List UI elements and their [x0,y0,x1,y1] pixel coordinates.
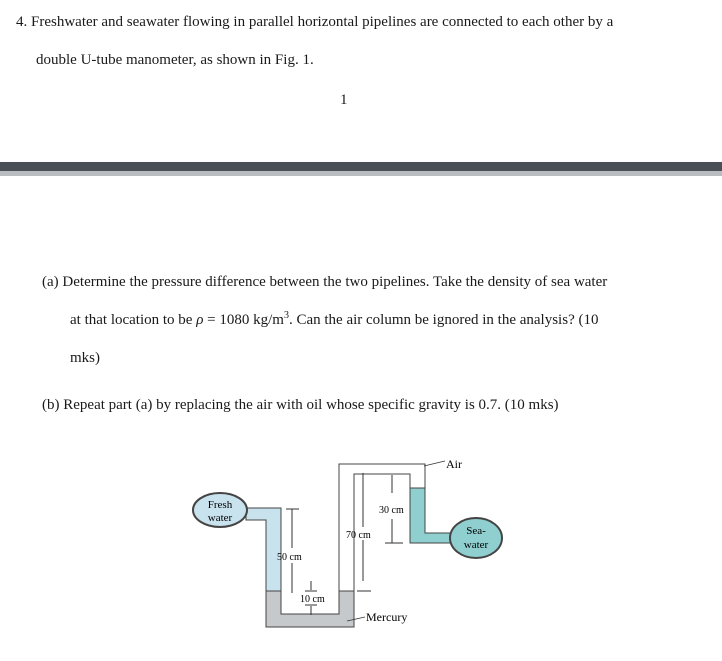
part-a-label: (a) [42,274,59,290]
sea-water-pipe [449,517,503,559]
question-text-1: Freshwater and seawater flowing in paral… [31,14,614,30]
mercury-leader [346,616,366,622]
rho-symbol: ρ [196,312,204,328]
page-divider [0,162,722,171]
air-leader [423,460,446,467]
sea-label-1: Sea- [466,525,486,537]
page-divider-shadow [0,171,722,176]
part-a-exponent: 3 [283,310,289,321]
question-number: 4. [16,14,28,30]
dim-30-label: 30 cm [379,505,404,516]
dimension-10cm [305,581,317,615]
question-line-1: 4. Freshwater and seawater flowing in pa… [16,14,613,31]
part-a-line-2: at that location to be ρ = 1080 kg/m3. C… [70,310,599,329]
air-label: Air [446,457,462,471]
mercury-label: Mercury [366,610,407,624]
dimension-70cm [357,473,371,592]
part-a-line-3: mks) [70,350,100,366]
manometer-figure: Fresh water Sea- water Air Mercury 50 cm… [192,457,503,628]
part-b-text: Repeat part (a) by replacing the air wit… [63,397,559,413]
part-a-line-1: (a) Determine the pressure difference be… [42,274,607,291]
dim-10-label: 10 cm [300,594,325,605]
fresh-water-pipe [192,492,248,528]
dimension-50cm [286,508,299,593]
dim-70-label: 70 cm [346,530,371,541]
part-b-line: (b) Repeat part (a) by replacing the air… [42,397,559,414]
question-line-2: double U-tube manometer, as shown in Fig… [36,52,314,68]
fresh-water-column [245,507,282,592]
part-a-text-2-suffix: . Can the air column be ignored in the a… [288,312,599,328]
sea-water-column [409,487,454,544]
part-a-text-1: Determine the pressure difference betwee… [62,274,608,290]
sea-label-2: water [464,539,489,551]
fresh-label-1: Fresh [208,499,233,511]
part-a-equation: = 1080 kg/m [207,312,284,328]
part-a-text-2-prefix: at that location to be [70,312,193,328]
dim-50-label: 50 cm [277,552,302,563]
fresh-label-2: water [208,512,233,524]
page-number: 1 [340,92,348,108]
part-b-label: (b) [42,397,60,413]
dimension-30cm [385,475,403,544]
